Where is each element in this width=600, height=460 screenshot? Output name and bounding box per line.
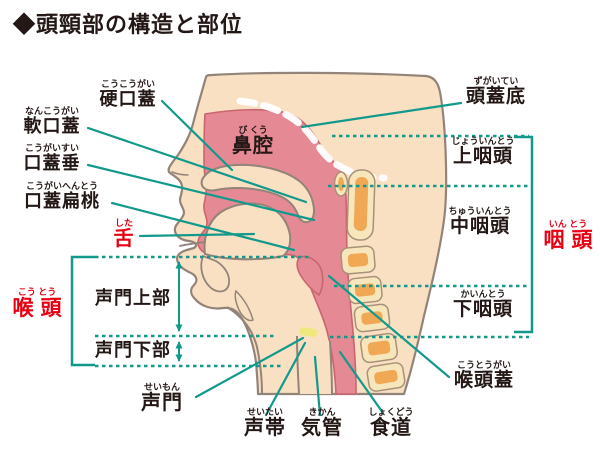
furigana: せいたい — [246, 407, 283, 417]
furigana: きかん — [308, 407, 336, 417]
label-supraglottis: 声門上部 — [95, 288, 171, 308]
vertebra — [360, 332, 398, 364]
label-hypopharynx: かいんとう 下咽頭 — [449, 289, 517, 320]
furigana: した — [114, 218, 133, 228]
front-neck-line — [226, 306, 263, 395]
furigana: こう とう — [17, 287, 57, 297]
furigana: せいもん — [143, 382, 180, 392]
mouth-line — [179, 241, 206, 247]
label-skull-base: ずがいてい 頭蓋底 — [462, 76, 530, 107]
furigana: なんこうがい — [24, 106, 79, 116]
larynx-bracket — [70, 255, 95, 367]
furigana: こうこうがい — [100, 79, 155, 89]
hyoid-shape — [234, 289, 254, 322]
label-epiglottis: こうとうがい 喉頭蓋 — [450, 360, 518, 391]
label-larynx: こう とう 喉頭 — [6, 287, 68, 320]
leader-hard-palate — [160, 99, 234, 172]
label-subglottis: 声門下部 — [95, 340, 171, 360]
label-vocal-cord: せいたい 声帯 — [241, 407, 289, 439]
label-hard-palate: こうこうがい 硬口蓋 — [93, 79, 163, 109]
vertebra — [340, 245, 376, 275]
label-tongue: した 舌 — [106, 218, 142, 250]
page-title: ◆頭頸部の構造と部位 — [13, 12, 244, 37]
palate-uvula-shape — [200, 163, 315, 224]
leader-palatine-tonsil — [110, 201, 296, 252]
label-trachea: きかん 気管 — [298, 407, 346, 439]
furigana: いん とう — [548, 219, 588, 229]
furigana: こうとうがい — [456, 360, 511, 370]
pharynx-bracket — [514, 135, 534, 334]
label-glottis: せいもん 声門 — [130, 382, 194, 414]
furigana: び くう — [238, 125, 268, 135]
label-pharynx: いん とう 咽頭 — [537, 219, 599, 252]
leader-vocal-cord — [264, 341, 307, 417]
trachea-shape — [297, 336, 332, 394]
label-nasopharynx: じょういんとう 上咽頭 — [449, 136, 517, 167]
furigana: かいんとう — [460, 289, 506, 299]
furigana: ちゅういんとう — [448, 206, 512, 216]
label-oropharynx: ちゅういんとう 中咽頭 — [442, 206, 518, 237]
glottis-band — [299, 327, 318, 337]
furigana: じょういんとう — [451, 136, 515, 146]
vertebra-odontoid — [346, 169, 376, 241]
vertebra — [366, 362, 406, 392]
furigana: こうがいすい — [24, 143, 79, 153]
label-soft-palate: なんこうがい 軟口蓋 — [17, 106, 87, 136]
trachea-wall-right — [329, 340, 333, 395]
leader-soft-palate — [86, 126, 308, 204]
vertebra-c1-oval — [333, 171, 349, 197]
jaw-shape — [200, 254, 230, 293]
leader-skull-base — [300, 101, 463, 129]
leader-uvula — [86, 163, 316, 222]
epiglottis-shape — [296, 255, 324, 297]
label-palatine-tonsil: こうがいへんとう 口蓋扁桃 — [15, 181, 109, 211]
furigana: こうがいへんとう — [25, 181, 98, 191]
leader-trachea — [313, 355, 322, 417]
vertebra — [353, 303, 391, 333]
furigana: しょくどう — [368, 407, 414, 417]
nostril-line — [171, 171, 189, 176]
label-nasal-cavity: び くう 鼻腔 — [228, 125, 278, 157]
furigana: ずがいてい — [473, 76, 519, 86]
leader-glottis — [194, 336, 305, 399]
label-esophagus: しょくどう 食道 — [366, 407, 416, 439]
vertebra — [347, 275, 383, 305]
label-uvula: こうがいすい 口蓋垂 — [17, 143, 87, 173]
leader-esophagus — [338, 350, 385, 415]
leader-epiglottis — [327, 274, 451, 379]
leader-tongue — [138, 232, 256, 238]
